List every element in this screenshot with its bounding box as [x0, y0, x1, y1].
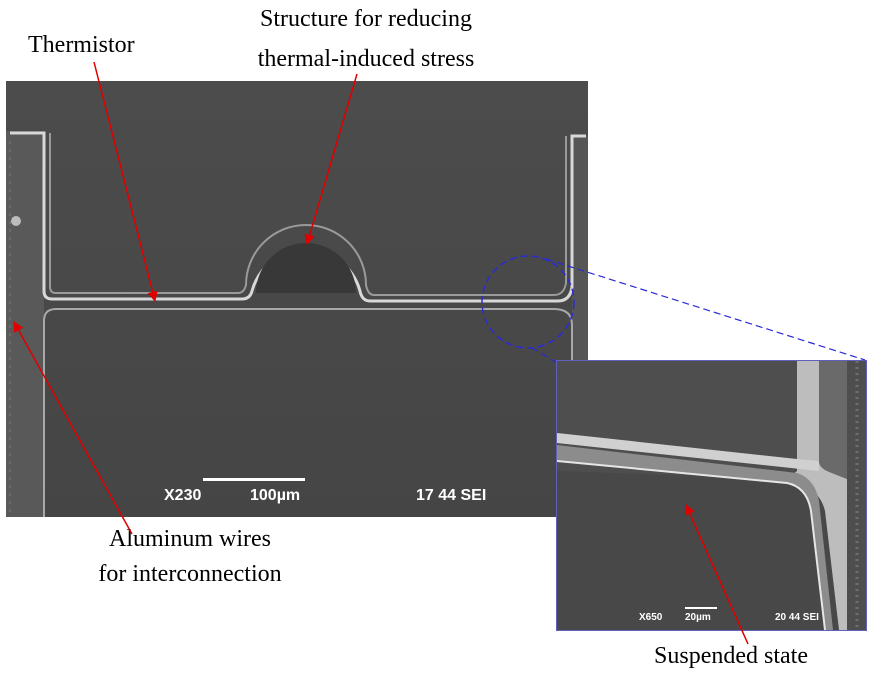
aluminum-label-line2: for interconnection — [98, 561, 282, 587]
structure-label-line2: thermal-induced stress — [257, 46, 475, 72]
main-sem-drawing — [6, 81, 588, 517]
main-scale-label: 100µm — [250, 487, 301, 504]
main-scale-bar — [203, 478, 305, 481]
inset-sem-drawing — [557, 361, 866, 630]
suspended-label: Suspended state — [654, 643, 808, 669]
main-magnification: X230 — [164, 487, 202, 504]
inset-scale-label: 20µm — [685, 612, 711, 623]
main-sem-image: X230 100µm 17 44 SEI — [6, 81, 588, 517]
inset-sem-image: X650 20µm 20 44 SEI — [556, 360, 867, 631]
inset-info: 20 44 SEI — [775, 612, 819, 623]
inset-scale-bar — [685, 607, 717, 609]
thermistor-label: Thermistor — [28, 32, 135, 58]
main-info: 17 44 SEI — [416, 487, 487, 504]
aluminum-label-line1: Aluminum wires — [109, 526, 271, 552]
structure-label-line1: Structure for reducing — [260, 6, 472, 32]
inset-magnification: X650 — [639, 612, 663, 623]
zoom-line-top — [545, 258, 866, 361]
